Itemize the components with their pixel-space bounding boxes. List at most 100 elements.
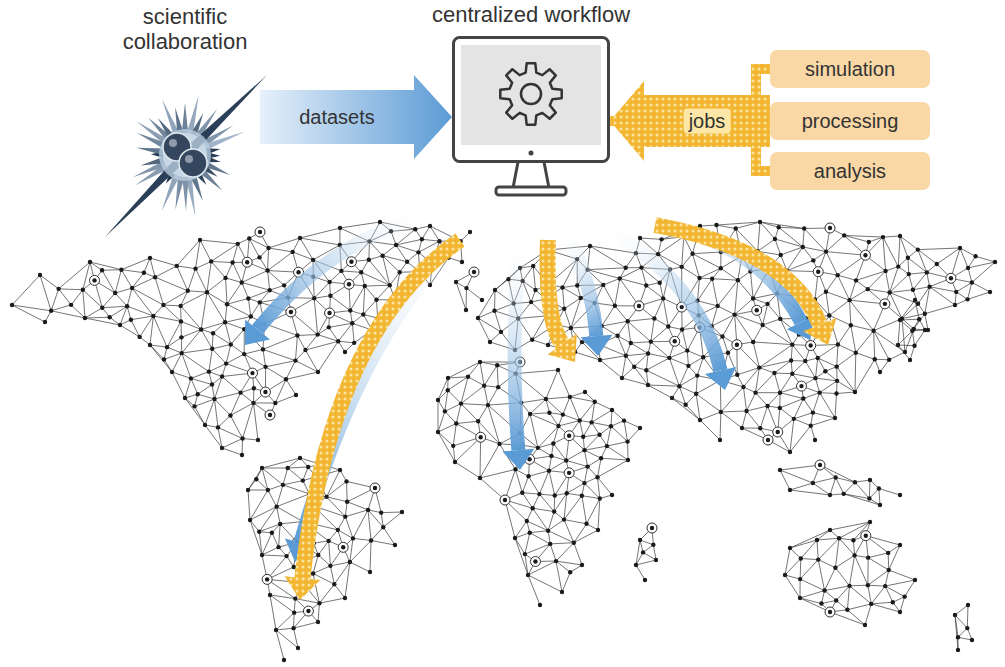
network-link: [266, 367, 286, 379]
network-link: [850, 555, 855, 585]
network-link: [181, 321, 201, 329]
network-link: [150, 345, 167, 347]
network-node: [476, 419, 480, 423]
network-node: [546, 529, 550, 533]
network-node: [551, 441, 555, 445]
network-link: [976, 256, 995, 262]
network-link: [584, 450, 601, 458]
network-link: [646, 354, 648, 371]
network-link: [163, 305, 180, 307]
network-node: [478, 476, 482, 480]
network-node: [898, 543, 902, 547]
network-link: [813, 413, 835, 418]
network-node: [398, 270, 402, 274]
network-link: [631, 343, 648, 354]
network-node: [778, 406, 782, 410]
network-link: [960, 248, 976, 256]
network-node: [783, 573, 787, 577]
network-link: [602, 326, 618, 336]
network-link: [269, 248, 293, 252]
network-node: [301, 478, 305, 482]
network-node: [658, 281, 662, 285]
network-node: [755, 308, 759, 312]
network-node: [496, 385, 500, 389]
network-node: [488, 340, 492, 344]
network-link: [365, 286, 377, 300]
network-node: [257, 255, 261, 259]
network-node: [589, 420, 593, 424]
network-link: [622, 367, 634, 378]
network-node: [282, 283, 286, 287]
network-link: [495, 279, 508, 290]
network-node: [343, 350, 347, 354]
network-link: [539, 471, 549, 494]
network-link: [868, 585, 885, 587]
network-node: [267, 288, 271, 292]
network-link: [286, 372, 318, 379]
network-node: [842, 233, 846, 237]
network-link: [549, 456, 551, 471]
network-node: [916, 302, 920, 306]
network-link: [548, 512, 554, 531]
network-link: [530, 533, 550, 544]
network-link: [918, 250, 937, 264]
network-node: [809, 423, 813, 427]
network-node: [585, 464, 589, 468]
network-link: [588, 268, 626, 270]
network-link: [205, 399, 214, 425]
network-link: [214, 399, 230, 415]
network-link: [602, 306, 615, 326]
network-node: [503, 498, 507, 502]
network-link: [83, 262, 90, 290]
network-link: [651, 327, 668, 342]
network-node: [958, 246, 962, 250]
network-link: [153, 316, 181, 321]
network-link: [738, 280, 753, 298]
network-link: [556, 543, 574, 561]
network-node: [777, 225, 781, 229]
network-node: [366, 508, 370, 512]
network-link: [937, 248, 960, 264]
network-link: [915, 330, 925, 346]
network-link: [533, 494, 540, 508]
network-node: [240, 436, 244, 440]
network-node: [863, 623, 867, 627]
network-node: [454, 421, 458, 425]
network-link: [51, 311, 85, 318]
network-node: [836, 342, 840, 346]
network-node: [142, 271, 146, 275]
network-node: [871, 328, 875, 332]
network-link: [181, 337, 182, 353]
network-link: [879, 488, 880, 505]
network-link: [297, 334, 317, 336]
network-node: [296, 646, 300, 650]
network-link: [967, 605, 969, 628]
network-node: [854, 351, 858, 355]
network-link: [879, 488, 900, 495]
network-node: [246, 488, 250, 492]
network-link: [584, 483, 599, 498]
network-link: [900, 320, 912, 331]
network-node: [953, 303, 957, 307]
network-link: [763, 304, 768, 325]
network-link: [883, 236, 900, 237]
network-link: [550, 543, 574, 544]
network-link: [153, 305, 163, 316]
network-link: [172, 372, 191, 378]
network-node: [620, 376, 624, 380]
network-link: [825, 586, 850, 591]
network-link: [438, 411, 445, 432]
network-link: [955, 605, 968, 615]
network-node: [927, 285, 931, 289]
network-link: [276, 628, 294, 630]
network-link: [40, 275, 59, 289]
network-node: [778, 317, 782, 321]
network-node: [533, 288, 537, 292]
network-link: [259, 507, 276, 532]
network-link: [268, 485, 283, 490]
network-link: [396, 239, 422, 245]
network-link: [85, 317, 110, 319]
network-link: [181, 292, 207, 306]
network-link: [318, 335, 339, 342]
network-link: [718, 306, 735, 315]
